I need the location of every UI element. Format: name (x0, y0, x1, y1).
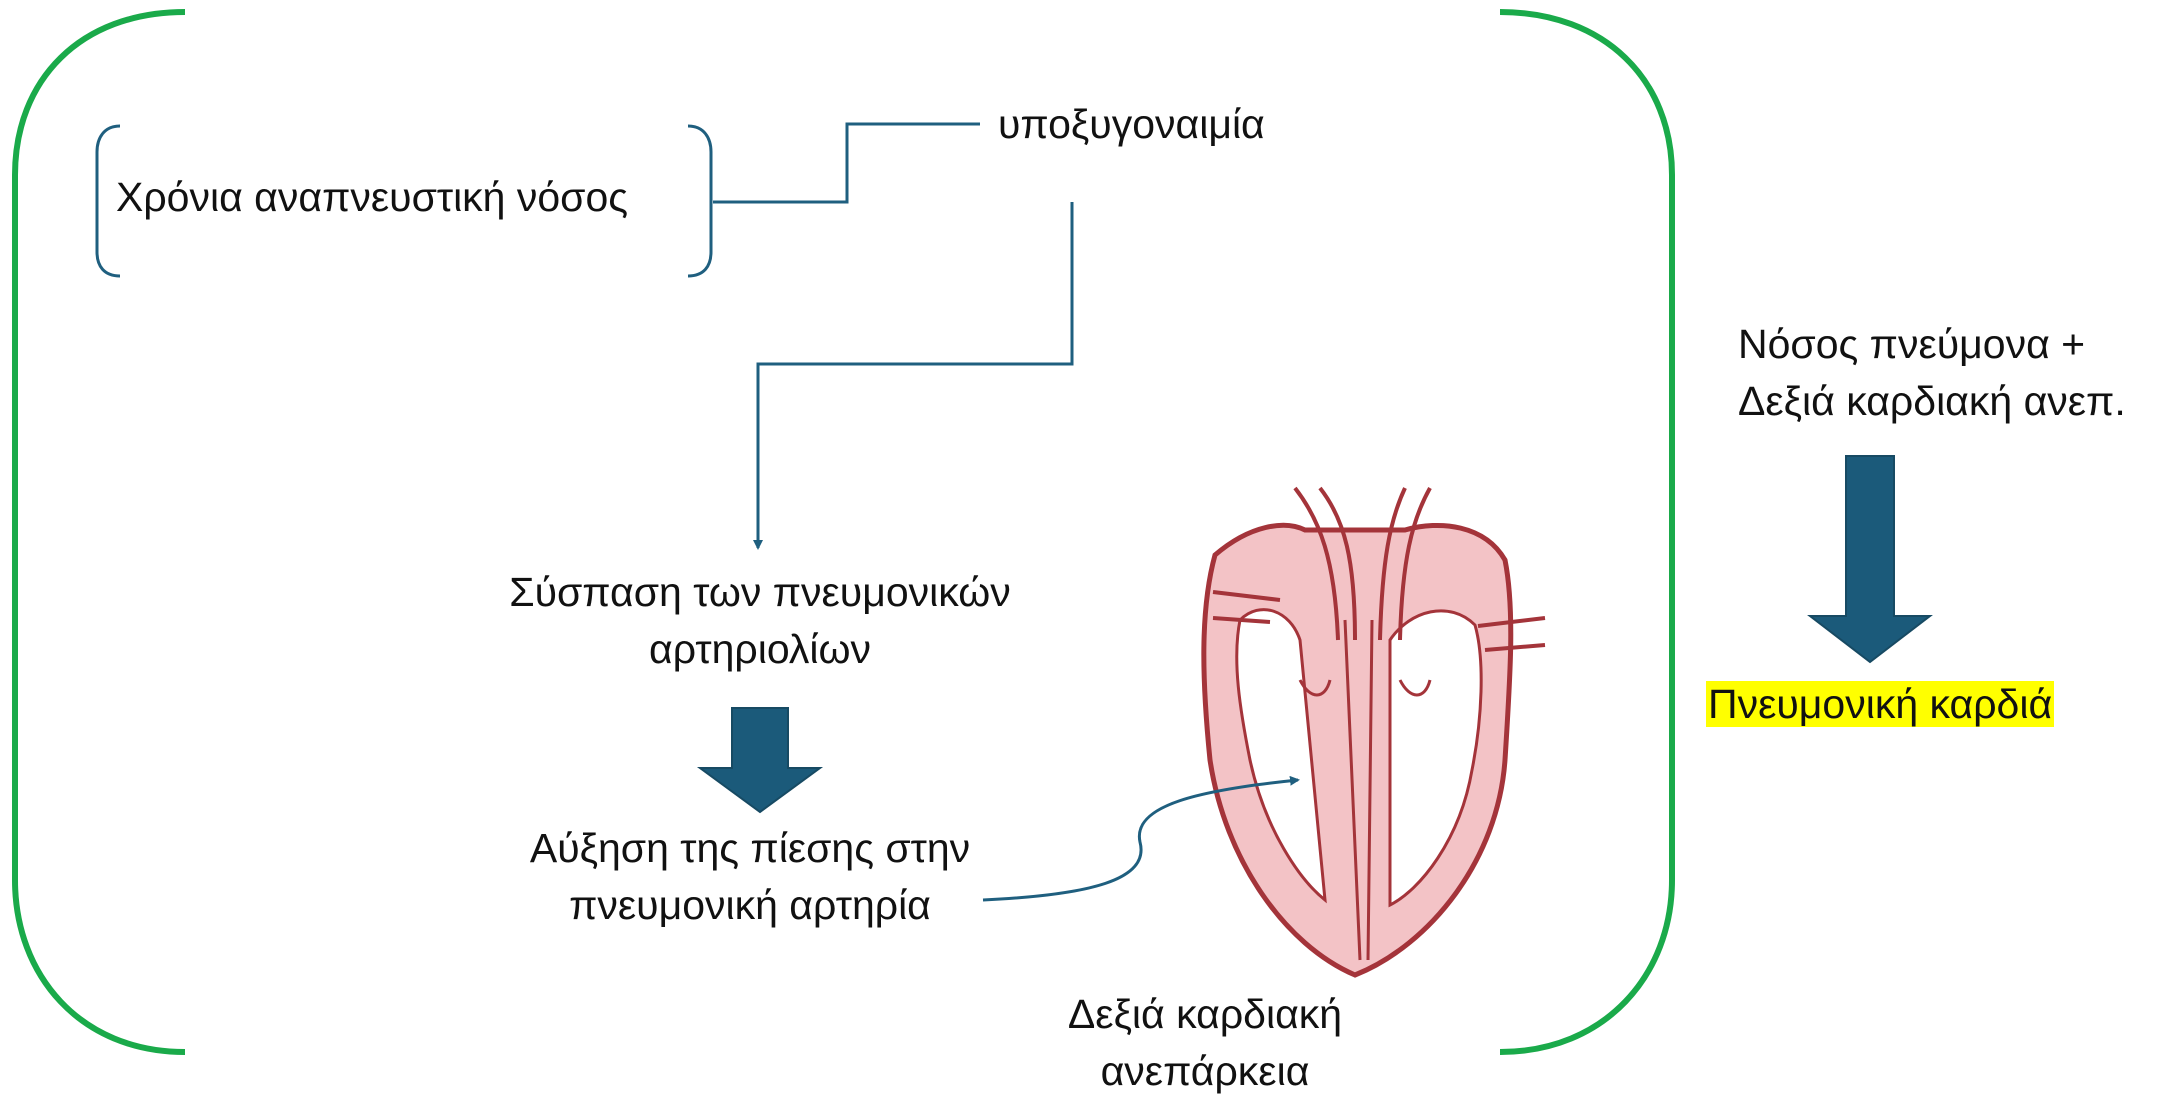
label-summary-line2: Δεξιά καρδιακή ανεπ. (1738, 373, 2126, 430)
outer-bracket-left (15, 12, 185, 1052)
label-rhf-line2: ανεπάρκεια (1020, 1043, 1390, 1100)
label-right-heart-failure: Δεξιά καρδιακή ανεπάρκεια (1020, 986, 1390, 1100)
label-pressure-line1: Αύξηση της πίεσης στην (520, 820, 980, 877)
label-constriction: Σύσπαση των πνευμονικών αρτηριολίων (460, 564, 1060, 678)
label-summary-line1: Νόσος πνεύμονα + (1738, 316, 2126, 373)
label-hypoxemia: υποξυγοναιμία (998, 96, 1265, 153)
connector-disease-to-hypoxemia (713, 124, 980, 202)
connector-hypoxemia-to-constriction (758, 202, 1072, 548)
label-result: Πνευμονική καρδιά (1706, 676, 2054, 733)
result-highlight: Πνευμονική καρδιά (1706, 681, 2054, 727)
block-arrow-down-icon (700, 708, 820, 812)
heart-cross-section-icon (1170, 488, 1545, 976)
label-constriction-line2: αρτηριολίων (460, 621, 1060, 678)
label-pressure: Αύξηση της πίεσης στην πνευμονική αρτηρί… (520, 820, 980, 934)
block-arrow-down-icon (1810, 456, 1930, 662)
label-summary: Νόσος πνεύμονα + Δεξιά καρδιακή ανεπ. (1738, 316, 2126, 430)
label-pressure-line2: πνευμονική αρτηρία (520, 877, 980, 934)
label-chronic-disease: Χρόνια αναπνευστική νόσος (116, 169, 628, 226)
label-rhf-line1: Δεξιά καρδιακή (1020, 986, 1390, 1043)
label-constriction-line1: Σύσπαση των πνευμονικών (460, 564, 1060, 621)
label-bracket-right (688, 126, 711, 276)
